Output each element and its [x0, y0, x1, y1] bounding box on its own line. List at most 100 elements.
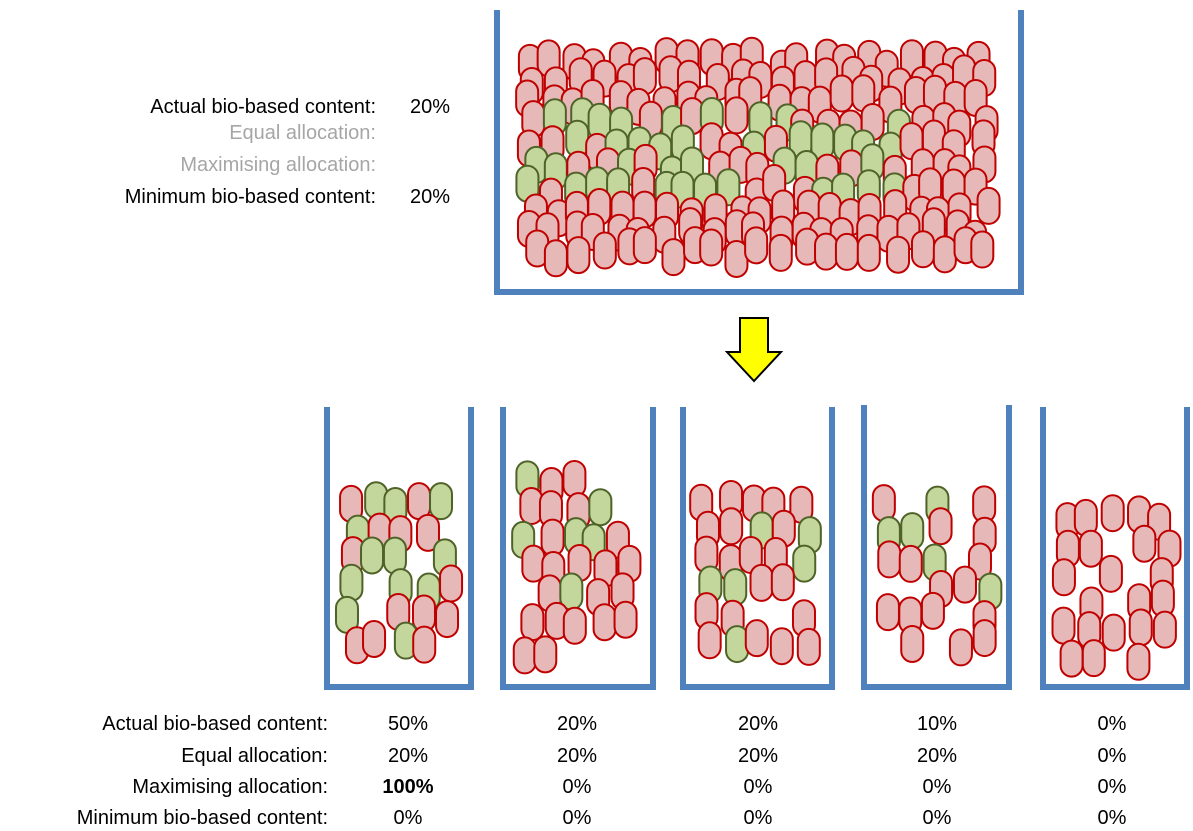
bio-based-particle: [725, 625, 750, 664]
fossil-based-particle: [769, 627, 794, 666]
product-3-actual: 20%: [737, 713, 779, 735]
fossil-based-particle: [970, 230, 995, 269]
bio-based-particle: [588, 488, 613, 527]
fossil-based-particle: [566, 236, 591, 275]
down-arrow-icon: [724, 317, 784, 383]
product-2-minimum: 0%: [562, 807, 592, 829]
fossil-based-particle: [856, 233, 881, 272]
fossil-based-particle: [1128, 608, 1153, 647]
source-equal-label: Equal allocation:: [229, 122, 376, 144]
bio-based-particle: [339, 563, 364, 602]
fossil-based-particle: [632, 226, 657, 265]
row-label-maximising: Maximising allocation:: [132, 776, 328, 798]
fossil-based-particle: [1051, 606, 1076, 645]
product-container-3: [680, 407, 835, 690]
row-label-actual: Actual bio-based content:: [102, 713, 328, 735]
bio-based-particle: [792, 544, 817, 583]
fossil-based-particle: [439, 564, 464, 603]
fossil-based-particle: [406, 482, 431, 521]
product-containers: [324, 405, 1190, 690]
product-1-minimum: 0%: [393, 807, 423, 829]
source-actual-label: Actual bio-based content:: [150, 96, 376, 118]
fossil-based-particle: [749, 563, 774, 602]
fossil-based-particle: [562, 459, 587, 498]
fossil-based-particle: [699, 228, 724, 267]
row-label-equal: Equal allocation:: [181, 745, 328, 767]
product-container-2: [500, 407, 656, 690]
product-4-minimum: 0%: [922, 807, 952, 829]
fossil-based-particle: [697, 621, 722, 660]
fossil-based-particle: [724, 96, 749, 135]
product-4-actual: 10%: [916, 713, 958, 735]
fossil-based-particle: [592, 231, 617, 270]
product-containers-contents: [334, 459, 1182, 681]
product-2-equal: 20%: [556, 745, 598, 767]
product-2-actual: 20%: [556, 713, 598, 735]
source-container: [494, 10, 1024, 295]
fossil-based-particle: [768, 233, 793, 272]
fossil-based-particle: [744, 226, 769, 265]
bio-based-particle: [360, 536, 385, 575]
product-4-equal: 20%: [916, 745, 958, 767]
fossil-based-particle: [521, 544, 546, 583]
fossil-based-particle: [592, 603, 617, 642]
row-label-minimum: Minimum bio-based content:: [76, 807, 328, 829]
fossil-based-particle: [932, 235, 957, 274]
fossil-based-particle: [796, 627, 821, 666]
product-4-maximising: 0%: [922, 776, 952, 798]
product-container-5: [1040, 407, 1190, 690]
product-container-1: [324, 407, 474, 690]
source-maximising-label: Maximising allocation:: [180, 154, 376, 176]
fossil-based-particle: [948, 628, 973, 667]
fossil-based-particle: [952, 565, 977, 604]
fossil-based-particle: [412, 625, 437, 664]
fossil-based-particle: [900, 624, 925, 663]
fossil-based-particle: [1152, 610, 1177, 649]
fossil-based-particle: [814, 232, 839, 271]
source-minimum-label: Minimum bio-based content:: [124, 186, 376, 208]
product-container-4: [861, 405, 1012, 690]
fossil-based-particle: [920, 591, 945, 630]
fossil-based-particle: [744, 619, 769, 658]
fossil-based-particle: [1059, 639, 1084, 678]
fossil-based-particle: [972, 619, 997, 658]
product-1-equal: 20%: [387, 745, 429, 767]
bio-based-particle: [723, 568, 748, 607]
source-container-contents: [515, 36, 1001, 278]
bio-based-particle: [900, 512, 925, 551]
fossil-based-particle: [910, 230, 935, 269]
product-2-maximising: 0%: [562, 776, 592, 798]
fossil-based-particle: [928, 507, 953, 546]
product-5-actual: 0%: [1097, 713, 1127, 735]
source-minimum-value: 20%: [410, 186, 451, 208]
product-5-minimum: 0%: [1097, 807, 1127, 829]
fossil-based-particle: [362, 619, 387, 658]
product-3-minimum: 0%: [743, 807, 773, 829]
fossil-based-particle: [1098, 554, 1123, 593]
product-1-actual: 50%: [387, 713, 429, 735]
fossil-based-particle: [435, 600, 460, 639]
fossil-based-particle: [1078, 529, 1103, 568]
fossil-based-particle: [1081, 639, 1106, 678]
fossil-based-particle: [613, 600, 638, 639]
fossil-based-particle: [834, 232, 859, 271]
fossil-based-particle: [886, 235, 911, 274]
fossil-based-particle: [543, 239, 568, 278]
fossil-based-particle: [875, 593, 900, 632]
fossil-based-particle: [533, 635, 558, 674]
fossil-based-particle: [520, 603, 545, 642]
product-3-maximising: 0%: [743, 776, 773, 798]
fossil-based-particle: [1051, 558, 1076, 597]
fossil-based-particle: [512, 636, 537, 675]
fossil-based-particle: [415, 513, 440, 552]
fossil-based-particle: [1101, 613, 1126, 652]
product-1-maximising: 100%: [382, 776, 434, 798]
product-5-maximising: 0%: [1097, 776, 1127, 798]
fossil-based-particle: [877, 540, 902, 579]
fossil-based-particle: [540, 518, 565, 557]
fossil-based-particle: [976, 186, 1001, 225]
fossil-based-particle: [562, 606, 587, 645]
fossil-based-particle: [719, 507, 744, 546]
fossil-based-particle: [898, 544, 923, 583]
